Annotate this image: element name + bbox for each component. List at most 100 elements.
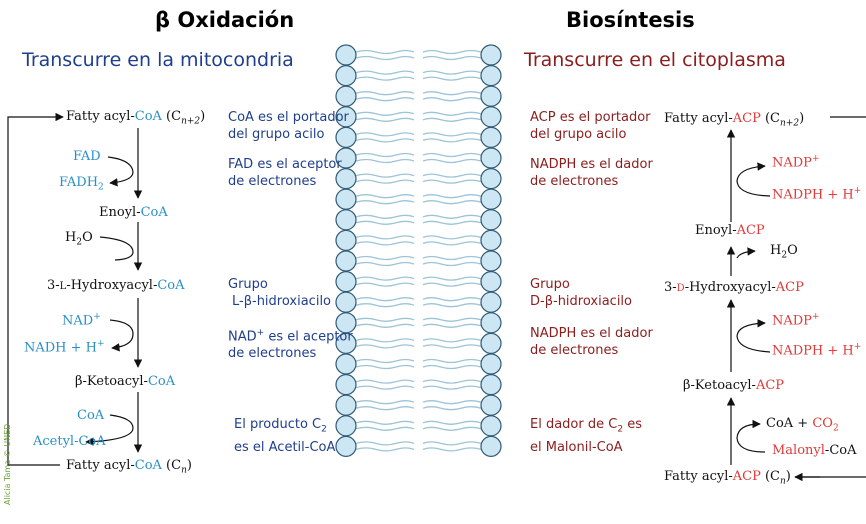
- syn-enoyl: Enoyl-ACP: [695, 223, 765, 238]
- syn-ketoacyl: β-Ketoacyl-ACP: [683, 378, 785, 393]
- lipid-head: [480, 44, 502, 66]
- lipid-tail: [422, 338, 482, 343]
- oxidation-arrows: [7, 112, 143, 466]
- lipid-tail: [422, 70, 482, 75]
- lipid-tail: [355, 173, 415, 178]
- lipid-head: [480, 332, 502, 354]
- syn-coa-co2: CoA + CO2: [766, 416, 839, 434]
- syn-hydroxyacyl: 3-D-Hydroxyacyl-ACP: [664, 280, 804, 295]
- syn-fatty-acyl-n2: Fatty acyl-ACP (Cn+2): [664, 111, 805, 129]
- lipid-head: [480, 353, 502, 375]
- lipid-head: [335, 126, 357, 148]
- lipid-tail: [355, 303, 415, 308]
- syn-fatty-acyl-n: Fatty acyl-ACP (Cn): [664, 469, 791, 487]
- lipid-head: [335, 85, 357, 107]
- lipid-tail: [422, 158, 482, 164]
- syn-malonyl: Malonyl-CoA: [772, 443, 857, 458]
- lipid-tail: [422, 406, 482, 411]
- ox-fadh2: FADH2: [59, 175, 104, 193]
- lipid-tail: [355, 179, 415, 184]
- lipid-head: [480, 312, 502, 334]
- syn-h2o: H2O: [770, 243, 798, 261]
- lipid-tail: [355, 406, 415, 411]
- lipid-tail: [422, 132, 482, 137]
- lipid-tail: [355, 214, 415, 219]
- ox-fatty-acyl-n: Fatty acyl-CoA (Cn): [66, 458, 192, 476]
- ox-fad: FAD: [73, 149, 101, 164]
- lipid-head: [335, 415, 357, 437]
- lipid-tail: [422, 179, 482, 184]
- lipid-head: [480, 250, 502, 272]
- lipid-tail: [422, 255, 482, 261]
- lipid-head: [480, 126, 502, 148]
- lipid-tail: [355, 220, 415, 225]
- syn-nadp-2: NADP+: [772, 312, 820, 329]
- oxidation-return-arrow: [7, 112, 64, 466]
- lipid-head: [480, 374, 502, 396]
- left-subtitle: Transcurre en la mitocondria: [22, 49, 294, 71]
- lipid-tail: [355, 49, 415, 55]
- left-title: β Oxidación: [155, 8, 295, 32]
- lipid-tail: [422, 344, 482, 349]
- lipid-tail: [422, 261, 482, 267]
- lipid-head: [335, 394, 357, 416]
- lipid-tail: [422, 200, 482, 205]
- ox-enoyl: Enoyl-CoA: [99, 205, 168, 220]
- lipid-head: [480, 271, 502, 293]
- lipid-head: [335, 209, 357, 231]
- lipid-tail: [422, 76, 482, 81]
- lipid-head: [335, 229, 357, 251]
- lipid-tail: [422, 323, 482, 328]
- lipid-tail: [355, 261, 415, 267]
- lipid-tail: [422, 400, 482, 405]
- lipid-head: [335, 291, 357, 313]
- lipid-tail: [355, 55, 415, 61]
- lipid-head: [335, 271, 357, 293]
- lipid-tail: [422, 152, 482, 158]
- lipid-tail: [422, 55, 482, 61]
- lipid-tail: [422, 282, 482, 287]
- lipid-tail: [355, 276, 415, 281]
- ox-acetyl-coa: Acetyl-CoA: [33, 434, 106, 449]
- lipid-tail: [355, 317, 415, 322]
- lipid-bilayer-membrane: [335, 44, 502, 457]
- lipid-tail: [355, 91, 415, 96]
- lipid-tail: [355, 441, 415, 446]
- lipid-tail: [355, 385, 415, 390]
- lipid-tail: [355, 241, 415, 246]
- lipid-tail: [355, 200, 415, 205]
- lipid-head: [480, 168, 502, 190]
- lipid-head: [335, 332, 357, 354]
- ox-coa: CoA: [77, 408, 105, 423]
- lipid-tail: [422, 117, 482, 122]
- lipid-tail: [422, 447, 482, 452]
- lipid-tail: [355, 400, 415, 405]
- lipid-head: [335, 147, 357, 169]
- lipid-tail: [422, 194, 482, 199]
- lipid-head: [480, 106, 502, 128]
- syn-nadph-1: NADPH + H+: [772, 186, 862, 203]
- lipid-tail: [355, 111, 415, 116]
- lipid-tail: [422, 441, 482, 446]
- lipid-tail: [355, 117, 415, 122]
- lipid-tail: [355, 426, 415, 431]
- lipid-tail: [422, 241, 482, 246]
- lipid-tail: [355, 379, 415, 384]
- lipid-tail: [355, 255, 415, 261]
- lipid-tail: [355, 70, 415, 75]
- ox-fatty-acyl-n2: Fatty acyl-CoA (Cn+2): [66, 109, 206, 127]
- lipid-head: [335, 64, 357, 87]
- lipid-tail: [422, 276, 482, 281]
- lipid-tail: [422, 297, 482, 302]
- lipid-head: [480, 147, 502, 169]
- lipid-tail: [422, 91, 482, 96]
- syn-nadph-2: NADPH + H+: [772, 342, 862, 359]
- side-credit: Alicia Tama © UNED: [3, 423, 12, 505]
